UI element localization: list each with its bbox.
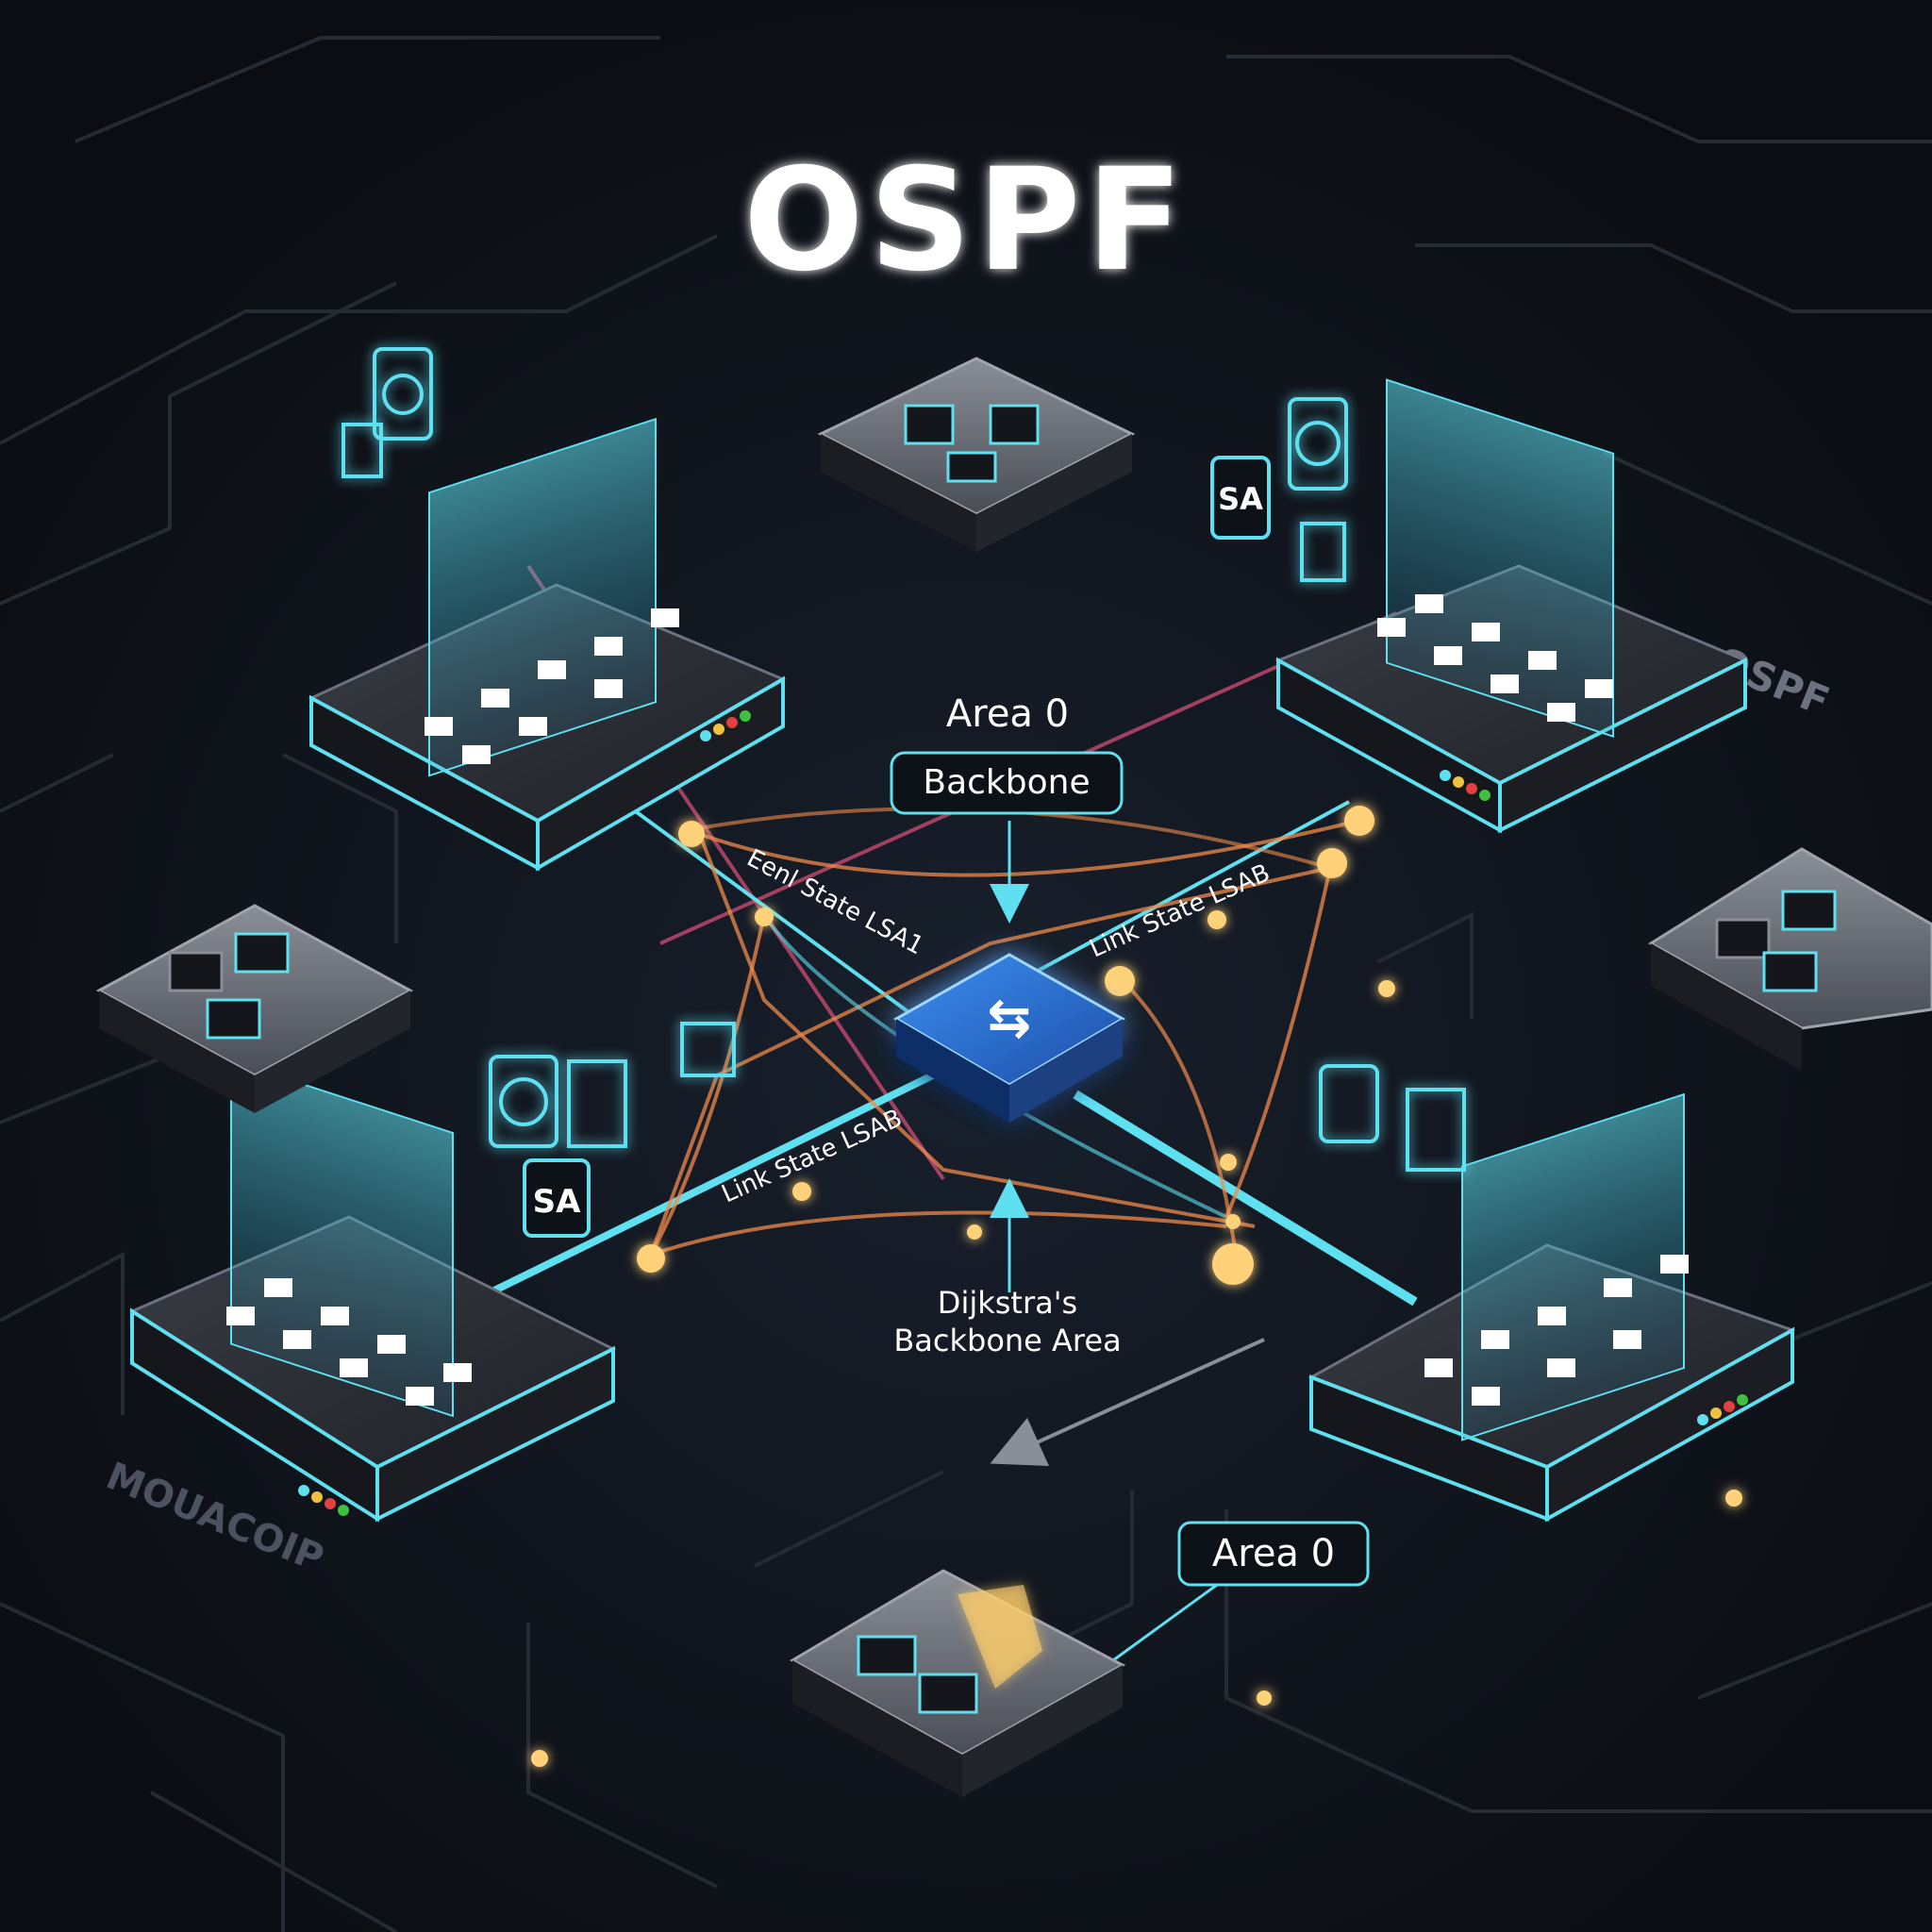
- title: OSPF: [743, 139, 1189, 303]
- circuit-grid: [0, 36, 1932, 1932]
- lsa-packet-icon: [341, 347, 1466, 1172]
- switch-icon: [817, 357, 1136, 552]
- bottom-path-arrow: [990, 1338, 1265, 1466]
- backbone-badge: Backbone: [890, 751, 1124, 815]
- hub-router-icon: ⇆: [892, 953, 1126, 1123]
- sa-icon: SA: [523, 1158, 591, 1238]
- area-badge-bottom: Area 0: [1177, 1521, 1370, 1587]
- router-bottom-right: [1307, 1092, 1796, 1523]
- lsa-nodes: [531, 806, 1742, 1767]
- area-bottom-pointer: [1112, 1583, 1218, 1662]
- switch-icon: [1648, 847, 1932, 1071]
- dijkstra-label-line2: Backbone Area: [893, 1323, 1121, 1358]
- dijkstra-label-line1: Dijkstra's: [938, 1285, 1077, 1321]
- switch-icon: [789, 1569, 1126, 1797]
- router-top-left: [308, 417, 787, 872]
- links: [489, 564, 1418, 1307]
- router-bottom-left: [128, 1059, 617, 1523]
- router-icon: [230, 1059, 454, 1418]
- router-top-right: [1274, 378, 1749, 834]
- svg-text:Backbone: Backbone: [923, 763, 1090, 802]
- svg-text:SA: SA: [1218, 481, 1263, 517]
- svg-text:⇆: ⇆: [988, 988, 1032, 1049]
- router-icon: [1461, 1092, 1685, 1441]
- svg-text:SA: SA: [533, 1183, 581, 1221]
- switch-icon: [95, 904, 414, 1113]
- sa-icon: SA: [1210, 456, 1271, 540]
- area-label-top: Area 0: [946, 692, 1069, 736]
- svg-text:Area 0: Area 0: [1212, 1532, 1335, 1575]
